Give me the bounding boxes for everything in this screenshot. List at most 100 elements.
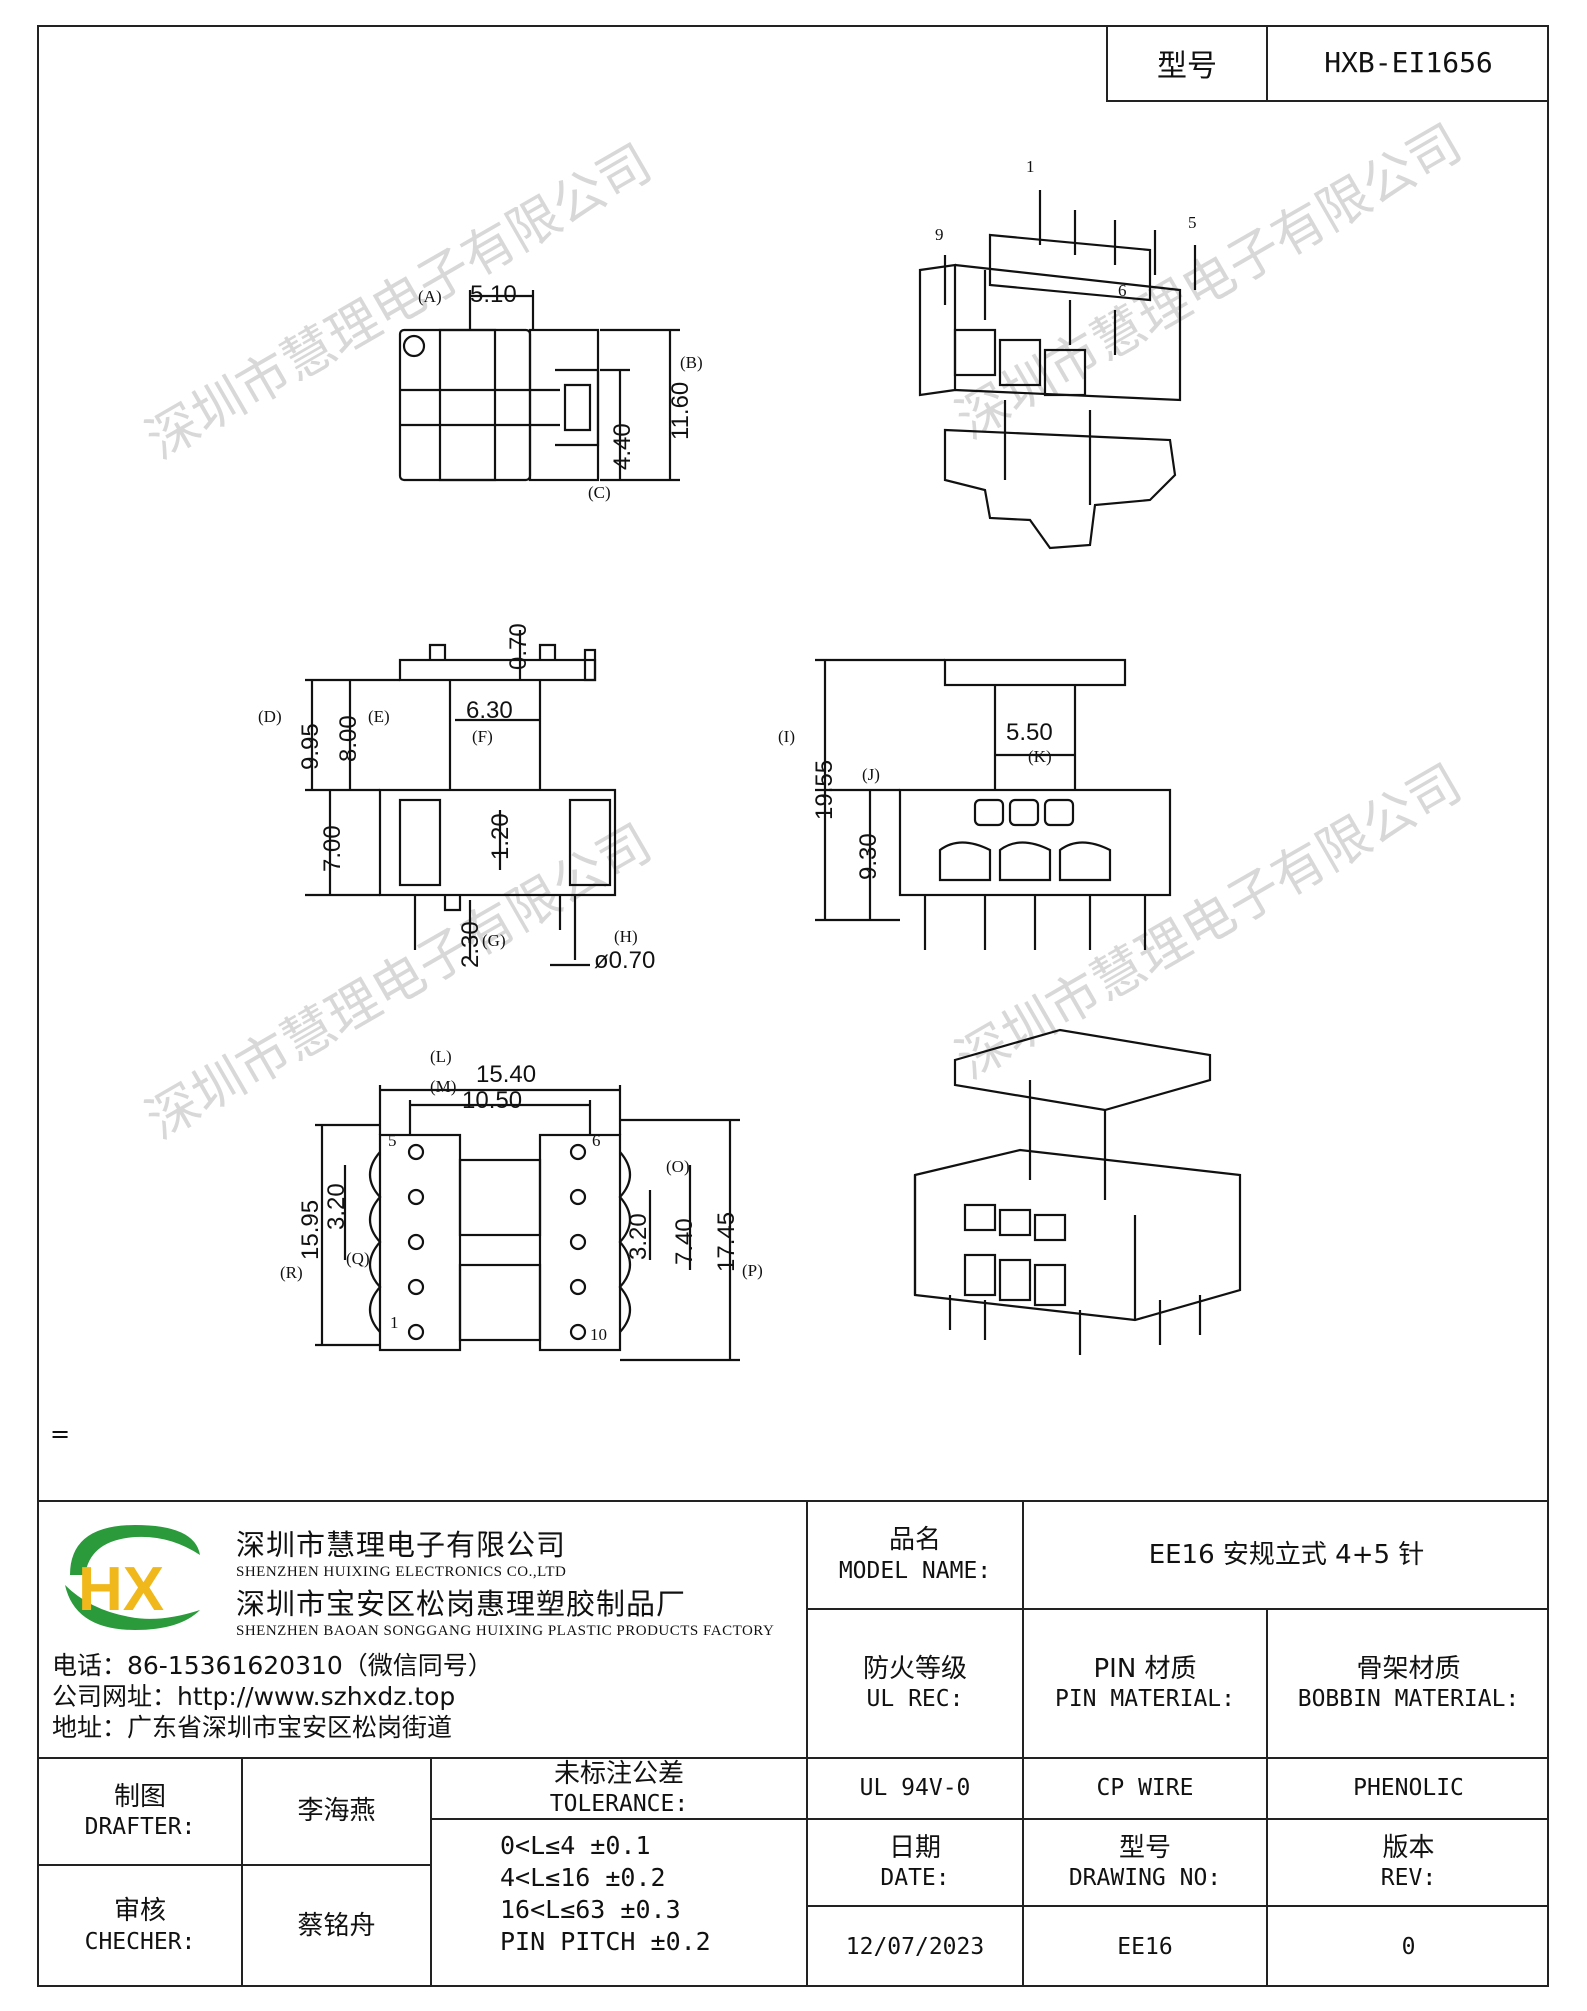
dim-G-label: (G) [482,931,506,950]
tb-vline-1 [806,1500,808,1987]
ul-label-cell: 防火等级 UL REC: [808,1610,1022,1757]
pin-9-label: 9 [935,225,944,244]
date-value: 12/07/2023 [845,1933,985,1960]
pin-material-label-cell: PIN 材质 PIN MATERIAL: [1024,1610,1266,1757]
top-view [398,290,680,482]
rev-value: 0 [1401,1933,1416,1960]
dim-P-value: 17.45 [713,1212,740,1272]
dim-F-value: 6.30 [466,697,513,724]
dim-top-value: 0.70 [505,623,532,670]
contact-block: 电话：86-15361620310（微信同号） 公司网址：http://www.… [52,1650,493,1743]
drawing-no-cn: 型号 [1118,1832,1171,1863]
tb-line-2 [808,1608,1549,1610]
tb-vline-5 [430,1757,432,1987]
dim-B-value: 11.60 [667,382,694,440]
company-block: 深圳市慧理电子有限公司 SHENZHEN HUIXING ELECTRONICS… [236,1522,774,1640]
checker-en: CHECHER: [84,1928,196,1955]
dim-I-label: (I) [778,727,795,746]
checker-name: 蔡铭舟 [297,1910,376,1941]
model-name-value: EE16 安规立式 4+5 针 [1148,1539,1425,1570]
drawing-no-label-cell: 型号 DRAWING NO: [1024,1820,1266,1905]
model-value: HXB-EI1656 [1324,46,1493,79]
pin-10-label: 10 [590,1325,607,1344]
dim-E-label: (E) [368,707,390,726]
dim-A-label: (A) [418,287,442,306]
tb-top-line [37,1500,1549,1502]
checker-cn: 审核 [113,1896,166,1927]
model-name-en: MODEL NAME: [838,1557,992,1584]
model-label: 型号 [1108,25,1268,100]
dim-L-value: 15.40 [476,1061,536,1088]
company-logo: HX [65,1525,200,1630]
dim-Q-label: (Q) [346,1249,370,1268]
dim-K-label: (K) [1028,747,1052,766]
company-name-en: SHENZHEN HUIXING ELECTRONICS CO.,LTD [236,1564,567,1580]
drafter-name: 李海燕 [297,1796,376,1827]
tb-line-6 [808,1905,1549,1907]
company-name-cn: 深圳市慧理电子有限公司 [236,1528,567,1562]
rev-en: REV: [1380,1865,1437,1892]
dim-R-label: (R) [280,1263,303,1282]
dimension-labels: (A) 5.10 (B) 11.60 4.40 (C) (D) 9.95 8.0… [258,281,1053,1282]
tolerance-line-1: 0<L≤4 ±0.1 [500,1831,651,1860]
model-name-value-cell: EE16 安规立式 4+5 针 [1024,1502,1549,1608]
drafter-en: DRAFTER: [84,1814,196,1841]
pin-1-label: 1 [1026,157,1035,176]
tb-line-5 [37,1864,430,1866]
drafter-cn: 制图 [113,1781,166,1812]
dim-D-label: (D) [258,707,282,726]
dim-G-value: 2.30 [457,921,484,968]
dim-K-value: 5.50 [1006,719,1053,746]
dim-M-value: 10.50 [462,1087,522,1114]
equals-mark: = [50,1420,71,1448]
dim-A-value: 5.10 [470,281,517,308]
front-view [305,630,617,967]
pin-6b-label: 6 [592,1131,601,1150]
bobbin-en: BOBBIN MATERIAL: [1297,1686,1520,1713]
tb-vline-3b [1266,1818,1268,1987]
pin-6-label: 6 [1118,281,1127,300]
tolerance-en: TOLERANCE: [549,1791,689,1818]
dim-R-value: 15.95 [297,1200,324,1260]
dim-J-value: 9.30 [855,833,882,880]
dim-I-value: 19.55 [811,760,838,820]
rev-label-cell: 版本 REV: [1268,1820,1549,1905]
side-view [815,658,1172,950]
website-line: 公司网址：http://www.szhxdz.top [52,1682,456,1711]
isometric-view-bottom [913,1028,1242,1355]
dim-F-label: (F) [472,727,493,746]
bobbin-material-label-cell: 骨架材质 BOBBIN MATERIAL: [1268,1610,1549,1757]
watermarks: 深圳市慧理电子有限公司 深圳市慧理电子有限公司 深圳市慧理电子有限公司 深圳市慧… [137,113,1472,1151]
dim-J-label: (J) [862,765,880,784]
tb-line-3 [37,1757,1549,1759]
drawing-no-en: DRAWING NO: [1068,1865,1222,1892]
dim-P-label: (P) [742,1261,763,1280]
dim-E-value: 8.00 [335,715,362,762]
pin-5-label: 5 [1188,213,1197,232]
pin-en: PIN MATERIAL: [1054,1686,1235,1713]
tolerance-cn: 未标注公差 [553,1758,684,1789]
factory-name-en: SHENZHEN BAOAN SONGGANG HUIXING PLASTIC … [236,1623,775,1639]
tb-vline-3 [1266,1608,1268,1818]
dim-O-label: (O) [666,1157,690,1176]
drafter-label-cell: 制图 DRAFTER: [39,1759,241,1864]
bottom-view [315,1085,740,1362]
pin-cn: PIN 材质 [1093,1653,1197,1684]
tb-line-4 [430,1818,1549,1820]
address-line: 地址：广东省深圳市宝安区松岗街道 [52,1713,453,1742]
drawing-no-value: EE16 [1117,1933,1173,1960]
tolerance-values: 0<L≤4 ±0.1 4<L≤16 ±0.2 16<L≤63 ±0.3 PIN … [500,1830,711,1958]
drawing-frame [37,25,1549,1987]
dim-D-value: 9.95 [297,723,324,770]
dim-side2-value: 1.20 [487,813,514,860]
dim-H-value: ø0.70 [594,947,655,974]
logo-letters: HX [78,1555,164,1624]
dim-B-label: (B) [680,353,703,372]
model-title-box: 型号 HXB-EI1656 [1106,25,1549,102]
dim-side1-value: 7.00 [319,825,346,872]
model-name-label-cell: 品名 MODEL NAME: [808,1502,1022,1608]
dim-C-value: 4.40 [609,423,636,470]
date-label-cell: 日期 DATE: [808,1820,1022,1905]
dim-N-value: 7.40 [671,1218,698,1265]
technical-drawing: 深圳市慧理电子有限公司 深圳市慧理电子有限公司 深圳市慧理电子有限公司 深圳市慧… [137,113,1472,1362]
